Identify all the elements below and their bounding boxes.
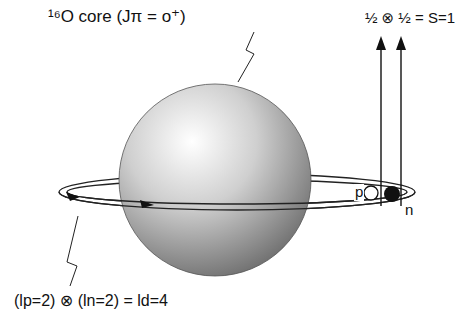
proton-circle	[364, 186, 378, 200]
core-sphere	[119, 84, 311, 276]
angular-momentum-label: (lp=2) ⊗ (ln=2) = ld=4	[14, 292, 168, 310]
particle-label: p	[354, 184, 364, 201]
spin-arrow	[400, 48, 401, 206]
spin-label: ½ ⊗ ½ = S=1	[365, 10, 455, 27]
spin-arrowhead	[376, 36, 386, 50]
core-label: ¹⁶O core (Jπ = o⁺)	[48, 8, 186, 27]
orbit-arrowhead	[140, 200, 154, 208]
leader-line	[67, 216, 78, 286]
neutron-circle	[384, 186, 400, 202]
particle-label: n	[404, 202, 414, 219]
orbit-arrowhead	[66, 192, 80, 201]
spin-arrowhead	[396, 36, 406, 50]
leader-line	[238, 32, 254, 82]
spin-arrow	[380, 48, 381, 206]
